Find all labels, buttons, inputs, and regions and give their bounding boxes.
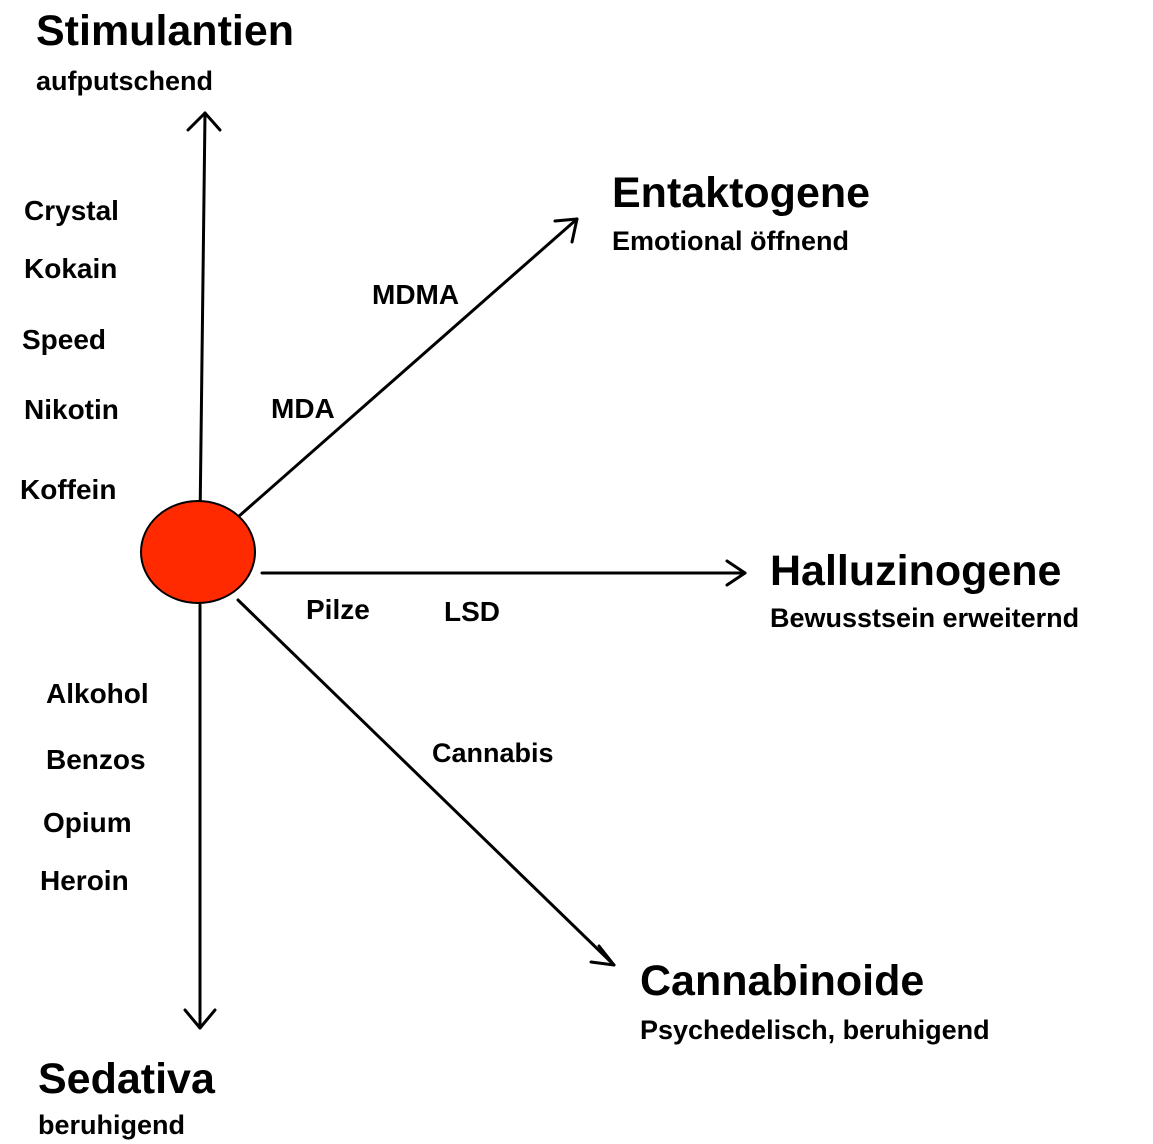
substance-heroin: Heroin [40,865,129,896]
substance-benzos: Benzos [46,744,146,775]
category-subtitle-halluzinogene: Bewusstsein erweiternd [770,603,1080,633]
substance-lsd: LSD [444,596,500,627]
axis-entaktogene [236,217,579,519]
substance-kokain: Kokain [24,253,118,284]
arrowhead-entaktogene [553,217,579,244]
substance-nikotin: Nikotin [24,394,119,425]
substance-mda: MDA [271,393,335,424]
substance-opium: Opium [43,807,132,838]
arrowhead-halluzinogene [725,559,747,587]
substance-mdma: MDMA [372,279,460,310]
category-title-entaktogene: Entaktogene [612,169,871,217]
arrowhead-sedativa [183,1008,217,1030]
substance-koffein: Koffein [20,474,117,505]
category-subtitle-entaktogene: Emotional öffnend [612,226,849,256]
category-title-stimulantien: Stimulantien [36,7,295,55]
substance-alkohol: Alkohol [46,678,149,709]
substance-pilze: Pilze [306,594,370,625]
substance-speed: Speed [22,324,107,355]
center-circle [140,500,256,604]
category-subtitle-sedativa: beruhigend [38,1110,185,1140]
category-subtitle-cannabinoide: Psychedelisch, beruhigend [640,1015,990,1045]
axis-cannabinoide [236,598,616,967]
category-subtitle-stimulantien: aufputschend [36,66,214,96]
category-title-cannabinoide: Cannabinoide [640,957,925,1005]
category-title-halluzinogene: Halluzinogene [770,547,1062,595]
substance-cannabis: Cannabis [432,738,554,768]
arrowhead-stimulantien [186,111,222,132]
axis-stimulantien [198,111,207,524]
arrowhead-cannabinoide [589,944,616,967]
substance-crystal: Crystal [24,195,119,226]
category-title-sedativa: Sedativa [38,1055,215,1103]
